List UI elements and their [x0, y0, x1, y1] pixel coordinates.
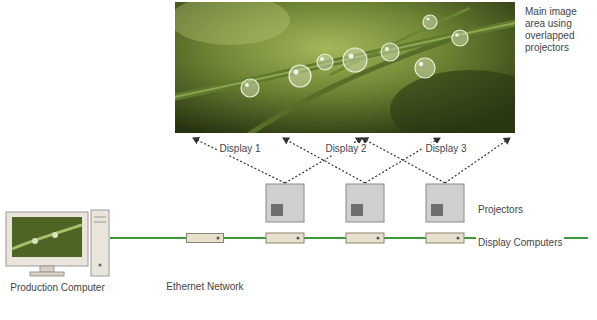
node-label: Production Computer — [10, 282, 105, 294]
annotation-label: Projectors — [476, 204, 525, 216]
projector-units — [266, 184, 464, 222]
annotation-label: Display Computers — [476, 237, 564, 249]
network-node: Ethernet Network — [186, 233, 224, 243]
annotation-label: Display 2 — [323, 143, 368, 155]
projection-rays — [193, 138, 510, 183]
network-cable — [110, 237, 186, 239]
computer-icon — [5, 209, 110, 278]
annotation-label: Display 3 — [423, 143, 468, 155]
annotation-label: Display 1 — [217, 143, 262, 155]
wrap-label: Display 2 — [323, 138, 368, 156]
computer-node: Production Computer — [5, 209, 110, 278]
node-label: Ethernet Network — [166, 281, 243, 293]
wrap-label: Projectors — [476, 199, 525, 217]
photo — [175, 2, 515, 133]
annotation-label: Main image area using overlapped project… — [523, 6, 593, 54]
ethernet-icon — [186, 233, 224, 243]
wrap-label: Display 1 — [217, 138, 262, 156]
wrap-label: Display 3 — [423, 138, 468, 156]
wrap-label: Display Computers — [476, 232, 564, 250]
display-computer-units — [266, 233, 464, 243]
wrap-label: Main image area using overlapped project… — [523, 6, 593, 54]
